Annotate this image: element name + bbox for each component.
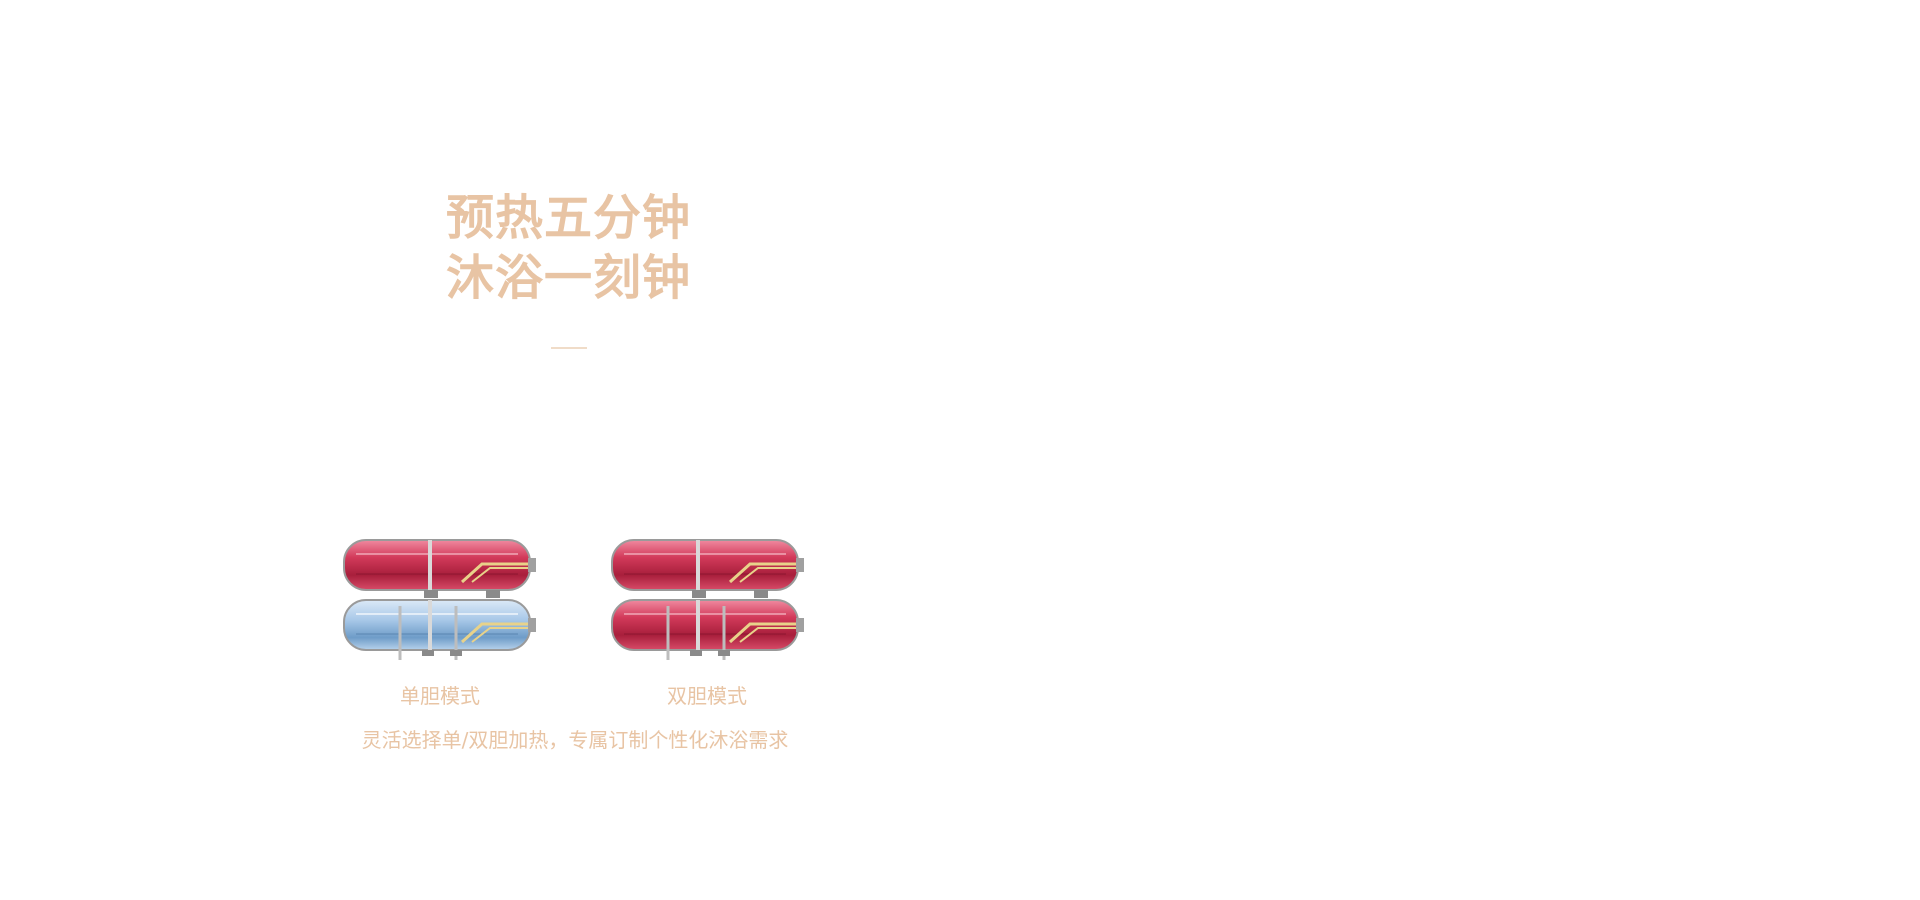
dual-mode-label: 双胆模式 [667,684,747,708]
cold-tank-icon [343,599,536,660]
hot-tank-icon [611,599,804,660]
hot-tank-icon [611,539,804,591]
headline-line-1: 预热五分钟 [446,190,692,246]
single-mode-label: 单胆模式 [400,684,480,708]
hot-tank-icon [343,539,536,591]
single-tank-illustration [342,536,538,666]
headline: 预热五分钟 沐浴一刻钟 [446,188,746,308]
mode-caption: 灵活选择单/双胆加热，专属订制个性化沐浴需求 [361,728,789,752]
dual-tank-illustration [610,536,806,666]
headline-divider [551,347,587,349]
headline-line-2: 沐浴一刻钟 [446,250,692,306]
